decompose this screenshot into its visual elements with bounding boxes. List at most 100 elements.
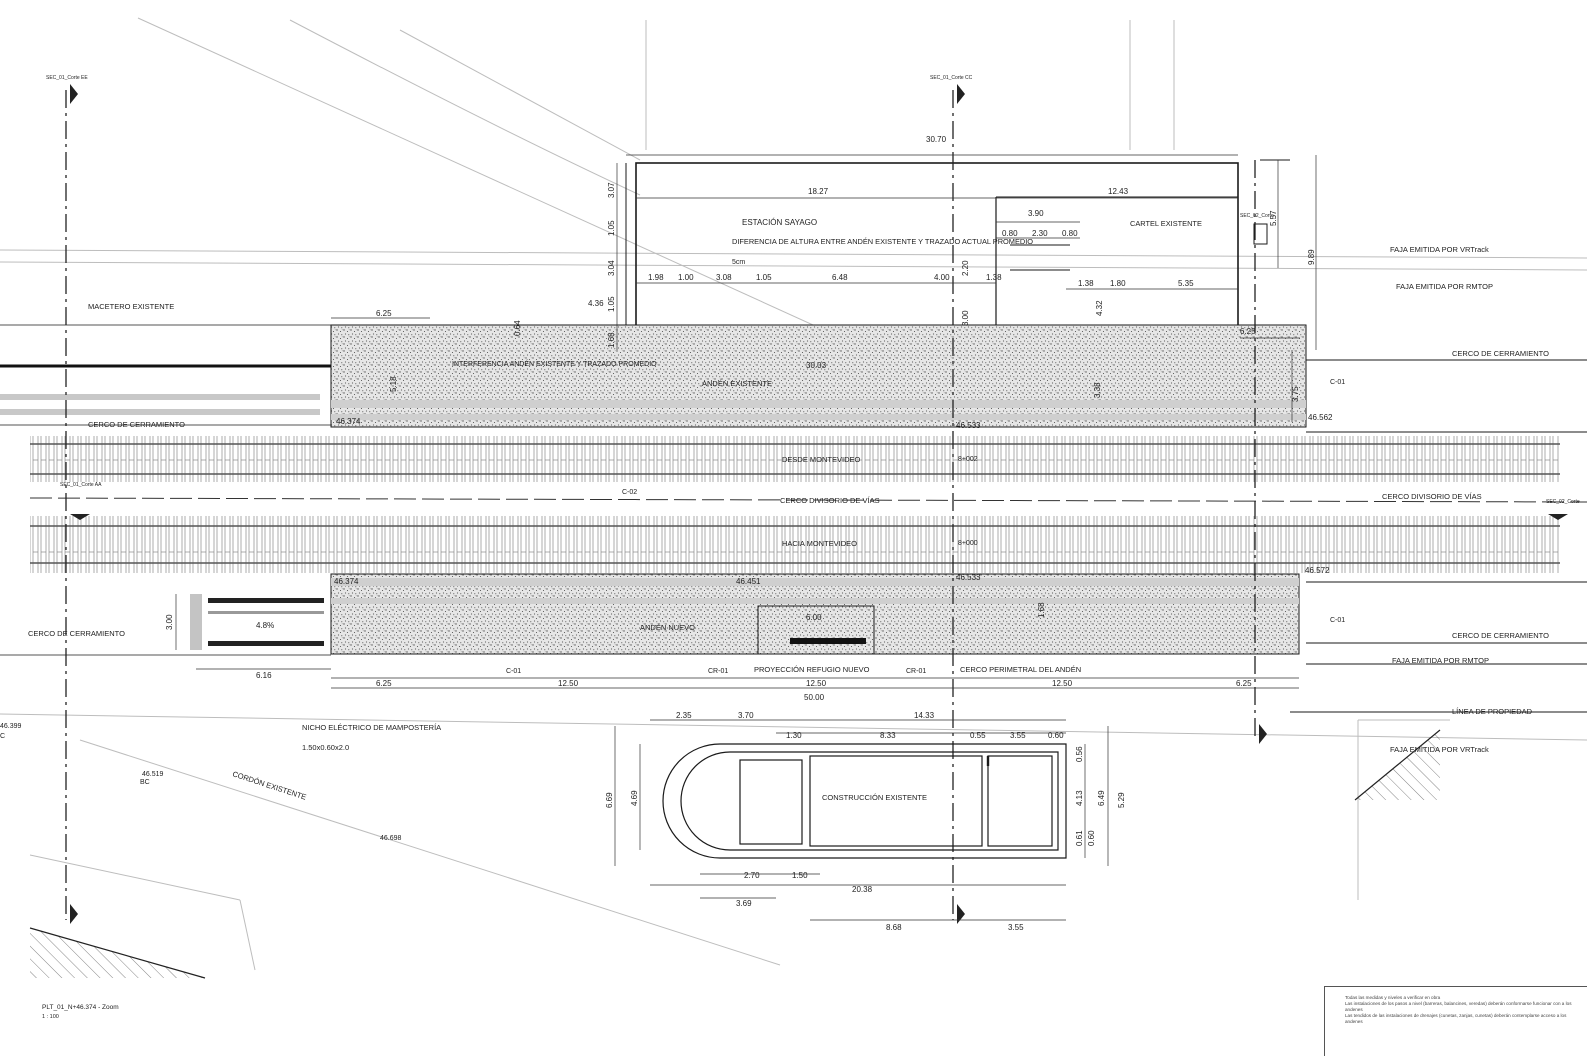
dim: 30.70	[926, 135, 947, 144]
dim: 20.38	[852, 885, 873, 894]
tag-label: CR-01	[708, 668, 728, 675]
dim: 1.05	[607, 220, 616, 236]
drawing-title: PLT_01_N+46.374 - Zoom	[42, 1004, 119, 1011]
dim: 9.89	[1307, 249, 1316, 265]
drawing-scale: 1 : 100	[42, 1014, 59, 1020]
section-mark: SEC_02_Corte	[1546, 499, 1580, 505]
label-diferencia: DIFERENCIA DE ALTURA ENTRE ANDÉN EXISTEN…	[732, 237, 1033, 246]
track-hacia-montevideo	[30, 516, 1560, 573]
label-nicho-dim: 1.50x0.60x2.0	[302, 743, 349, 752]
label-cerco-cerramiento-left: CERCO DE CERRAMIENTO	[88, 420, 185, 429]
dim: 6.69	[605, 792, 614, 808]
dim: 8.68	[886, 923, 902, 932]
context-lines	[0, 17, 1587, 971]
label-faja-vrtrack-2: FAJA EMITIDA POR VRTrack	[1390, 745, 1489, 754]
dim: 6.49	[1097, 790, 1106, 806]
label-anden-nuevo: ANDÉN NUEVO	[640, 623, 695, 632]
dim: 1.05	[756, 273, 772, 282]
dim: 1.98	[648, 273, 664, 282]
level-value: 46.533	[956, 421, 981, 430]
dim: 5.29	[1117, 792, 1126, 808]
dim: 0.64	[513, 320, 522, 336]
dim: 4.32	[1095, 300, 1104, 316]
dim: 3.04	[607, 260, 616, 276]
dim: 0.61	[1075, 830, 1084, 846]
tag-label: C-01	[1330, 379, 1345, 386]
dim: 3.07	[607, 182, 616, 198]
dim: 5.57	[1269, 210, 1278, 226]
label-hacia-montevideo: HACIA MONTEVIDEO	[782, 539, 857, 548]
level-value: 46.698	[380, 835, 402, 842]
dim: 2.70	[744, 871, 760, 880]
level-value: 46.451	[736, 577, 761, 586]
hatch-areas	[29, 729, 1441, 979]
dim: 0.80	[1002, 229, 1018, 238]
tag-label: C-02	[622, 489, 637, 496]
dim: 3.00	[165, 614, 174, 630]
label-proyeccion-refugio: PROYECCIÓN REFUGIO NUEVO	[754, 665, 870, 674]
note-line: Las instalaciones de los pasos a nivel (…	[1345, 1001, 1572, 1012]
dim: 3.90	[1028, 209, 1044, 218]
dim: 4.13	[1075, 790, 1084, 806]
level-value: 46.562	[1308, 413, 1333, 422]
note-line: Todas las medidas y niveles a verificar …	[1345, 995, 1441, 1000]
dim: 0.60	[1087, 830, 1096, 846]
label-cordon: CORDÓN EXISTENTE	[231, 769, 307, 801]
dim: 2.35	[676, 711, 692, 720]
label-cerco-perimetral: CERCO PERIMETRAL DEL ANDÉN	[960, 665, 1081, 674]
dimension-lines	[175, 154, 1317, 921]
dim: 6.25	[1240, 327, 1256, 336]
dim: 12.43	[1108, 187, 1129, 196]
dim: 2.20	[961, 260, 970, 276]
level-value: 46.374	[336, 417, 361, 426]
dim: 5.35	[1178, 279, 1194, 288]
section-mark: SEC_02_Corte	[1240, 213, 1274, 219]
label-nivel-bc: BC	[140, 779, 150, 786]
label-nivel-c: C	[0, 733, 5, 740]
level-value: 46.519	[142, 771, 164, 778]
label-nicho: NICHO ELÉCTRICO DE MAMPOSTERÍA	[302, 723, 441, 732]
dim: 1.38	[986, 273, 1002, 282]
drawing-text: ESTACIÓN SAYAGO DIFERENCIA DE ALTURA ENT…	[0, 75, 1580, 1020]
dim: 12.50	[558, 679, 579, 688]
dim: 6.25	[376, 309, 392, 318]
level-value: 46.572	[1305, 566, 1330, 575]
dim: 8.33	[880, 731, 896, 740]
label-cerco-divisorio: CERCO DIVISORIO DE VÍAS	[780, 496, 880, 505]
label-diferencia-val: 5cm	[732, 259, 745, 266]
dim: 3.69	[736, 899, 752, 908]
dim: 3.55	[1008, 923, 1024, 932]
fence-lines	[1290, 359, 1587, 713]
platform-edge-band	[331, 400, 1306, 408]
section-mark: SEC_01_Corte EE	[46, 75, 88, 81]
level-value: 46.399	[0, 723, 22, 730]
label-km-1: 8+002	[958, 456, 978, 463]
dim: 3.00	[961, 310, 970, 326]
label-km-2: 8+000	[958, 540, 978, 547]
dim: 3.75	[1291, 386, 1300, 402]
label-faja-vrtrack: FAJA EMITIDA POR VRTrack	[1390, 245, 1489, 254]
label-construccion: CONSTRUCCIÓN EXISTENTE	[822, 793, 927, 802]
cerco-divisorio-line	[29, 497, 1587, 503]
dim: 14.33	[914, 711, 935, 720]
refugio-projection	[757, 605, 875, 655]
level-value: 46.374	[334, 577, 359, 586]
section-mark: SEC_01_Corte AA	[60, 482, 102, 488]
left-corridor	[0, 324, 331, 426]
access-ramp	[0, 594, 331, 656]
platform-edge-band	[331, 414, 1306, 420]
platform-edge-band	[331, 578, 1299, 586]
dim: 4.69	[630, 790, 639, 806]
label-cerco-divisorio-right: CERCO DIVISORIO DE VÍAS	[1382, 492, 1482, 501]
dim: 6.48	[832, 273, 848, 282]
label-cerco-cerramiento-right2: CERCO DE CERRAMIENTO	[1452, 631, 1549, 640]
dim: 3.70	[738, 711, 754, 720]
label-pendiente: 4.8%	[256, 621, 274, 630]
level-value: 46.533	[956, 573, 981, 582]
general-notes: Todas las medidas y niveles a verificar …	[1324, 986, 1587, 1056]
construccion-existente	[662, 743, 1067, 859]
label-linea-propiedad: LÍNEA DE PROPIEDAD	[1452, 707, 1533, 716]
refugio-bench	[790, 638, 866, 644]
track-desde-montevideo	[30, 436, 1560, 482]
